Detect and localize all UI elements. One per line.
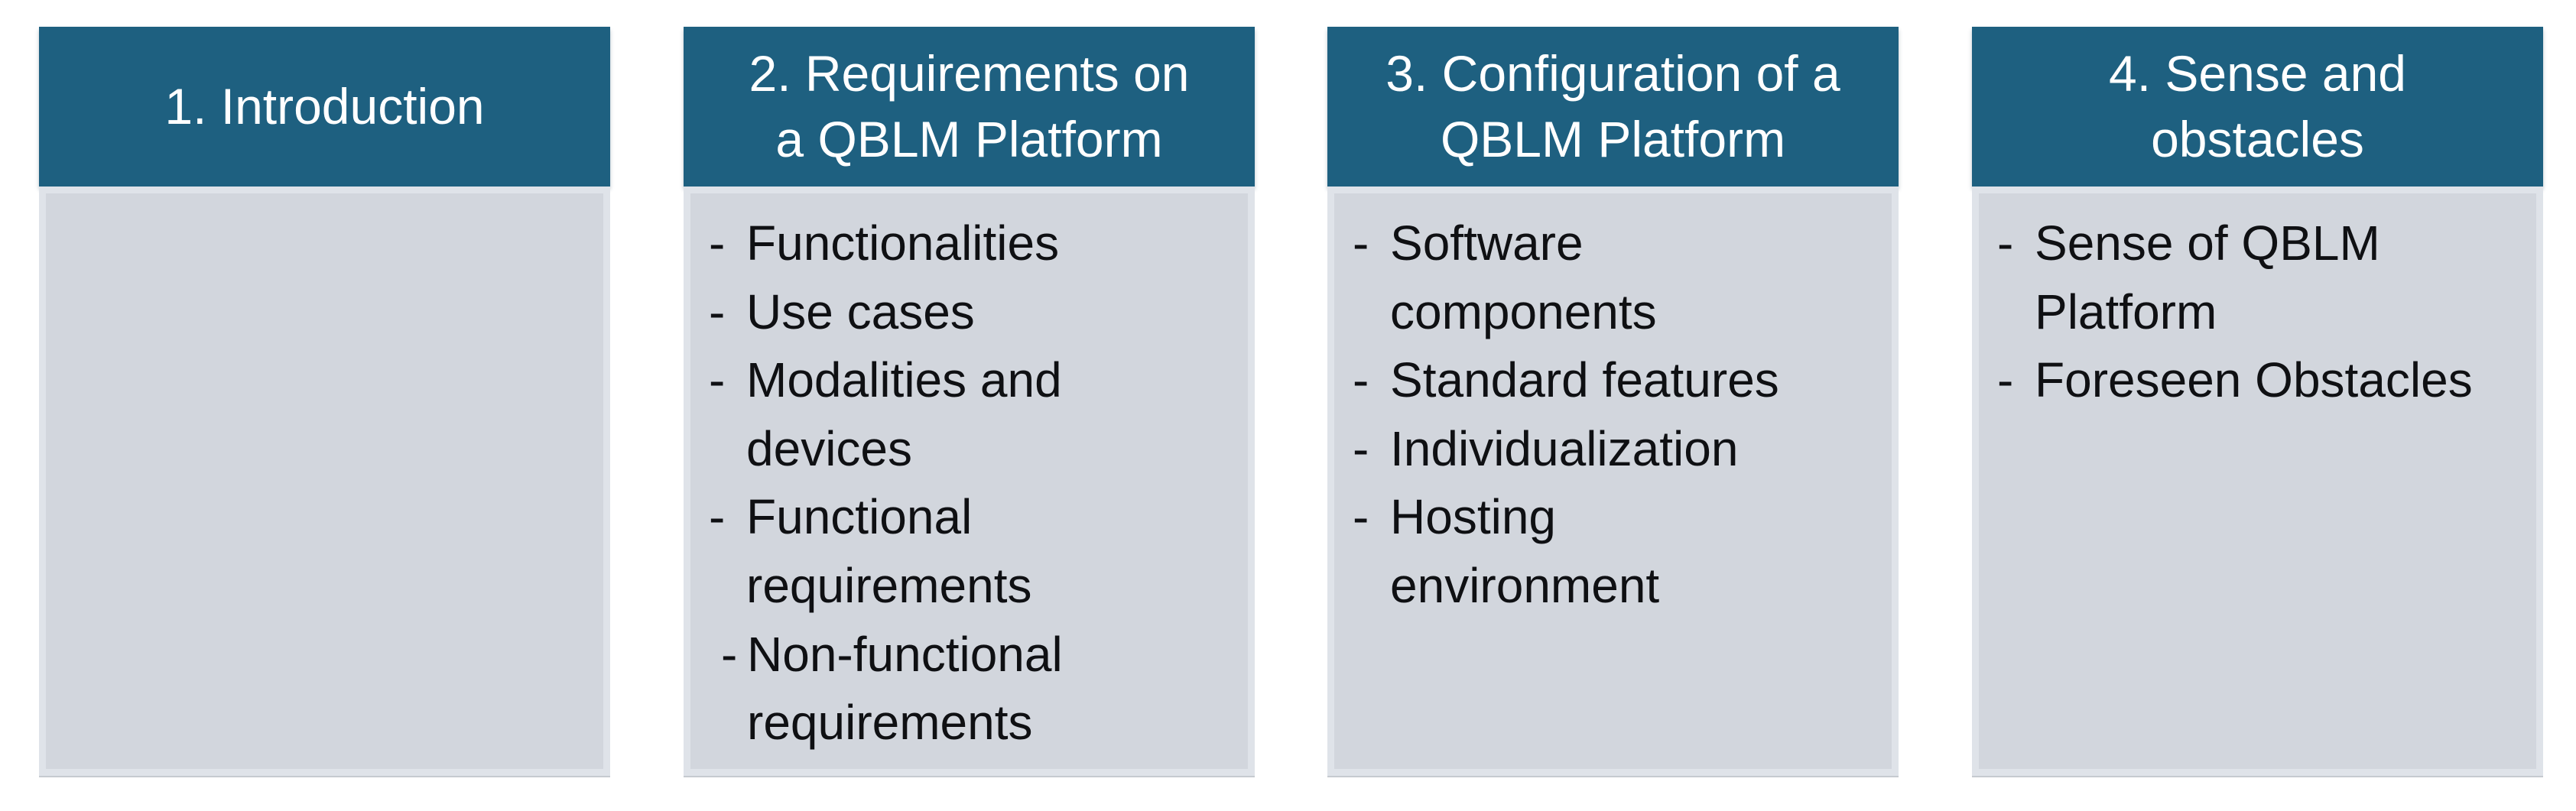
- list-item-text: Modalities and devices: [746, 352, 1062, 476]
- card-header: 2. Requirements on a QBLM Platform: [684, 27, 1255, 187]
- bullet-dash: -: [721, 626, 738, 682]
- card-header: 1. Introduction: [39, 27, 610, 187]
- card-title: 4. Sense and obstacles: [2109, 44, 2406, 167]
- card-body: - Functionalities - Use cases - Modaliti…: [684, 187, 1255, 777]
- bullet-dash: -: [1353, 216, 1369, 271]
- list-item-text: Hosting environment: [1390, 489, 1660, 613]
- list-item: - Individualization: [1353, 415, 1879, 484]
- list-item: - Functional requirements: [709, 483, 1235, 620]
- list-item-text: Standard features: [1390, 352, 1779, 408]
- list-item: - Standard features: [1353, 346, 1879, 415]
- list-item: - Use cases: [709, 278, 1235, 347]
- agenda-card-configuration: 3. Configuration of a QBLM Platform - So…: [1327, 27, 1899, 777]
- list-item-text: Functionalities: [746, 216, 1060, 271]
- list-item: - Non-functional requirements: [721, 621, 1235, 757]
- list-item: - Sense of QBLM Platform: [1997, 209, 2523, 346]
- list-item-text: Use cases: [746, 284, 975, 339]
- list-item: - Functionalities: [709, 209, 1235, 278]
- card-title: 2. Requirements on a QBLM Platform: [749, 44, 1190, 167]
- card-header: 3. Configuration of a QBLM Platform: [1327, 27, 1899, 187]
- bullet-dash: -: [709, 284, 726, 339]
- list-item-text: Software components: [1390, 216, 1657, 339]
- list-item-text: Foreseen Obstacles: [2035, 352, 2473, 408]
- bullet-dash: -: [1353, 352, 1369, 408]
- card-body: - Software components - Standard feature…: [1327, 187, 1899, 777]
- bullet-dash: -: [709, 216, 726, 271]
- agenda-card-sense-obstacles: 4. Sense and obstacles - Sense of QBLM P…: [1972, 27, 2543, 777]
- list-item: - Modalities and devices: [709, 346, 1235, 483]
- card-title: 3. Configuration of a QBLM Platform: [1385, 44, 1840, 167]
- bullet-dash: -: [1997, 216, 2014, 271]
- list-item-text: Individualization: [1390, 420, 1739, 476]
- list-item: - Foreseen Obstacles: [1997, 346, 2523, 415]
- agenda-card-introduction: 1. Introduction: [39, 27, 610, 777]
- agenda-card-requirements: 2. Requirements on a QBLM Platform - Fun…: [684, 27, 1255, 777]
- card-body: - Sense of QBLM Platform - Foreseen Obst…: [1972, 187, 2543, 777]
- list-item: - Hosting environment: [1353, 483, 1879, 620]
- bullet-dash: -: [709, 352, 726, 408]
- list-item-text: Functional requirements: [746, 489, 1032, 613]
- bullet-dash: -: [1353, 489, 1369, 545]
- card-body: [39, 187, 610, 777]
- list-item-text: Sense of QBLM Platform: [2035, 216, 2380, 339]
- bullet-dash: -: [1997, 352, 2014, 408]
- list-item: - Software components: [1353, 209, 1879, 346]
- bullet-dash: -: [1353, 420, 1369, 476]
- card-title: 1. Introduction: [164, 77, 485, 135]
- list-item-text: Non-functional requirements: [747, 626, 1063, 751]
- card-header: 4. Sense and obstacles: [1972, 27, 2543, 187]
- bullet-dash: -: [709, 489, 726, 545]
